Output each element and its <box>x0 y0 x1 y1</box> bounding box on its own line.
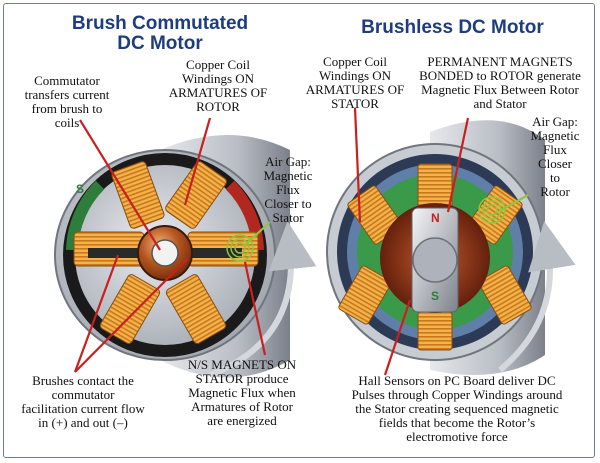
brushes-callout-line: in (+) and out (–) <box>38 415 128 430</box>
stator-magnets-callout-line: N/S MAGNETS ON <box>187 357 297 372</box>
pointer-lines <box>73 107 529 376</box>
permanent-magnets-callout-line: Magnetic Flux Between Rotor <box>421 82 579 97</box>
hall-sensors-callout-line: fields that become the Rotor’s <box>378 415 536 430</box>
brushless-motor-title: Brushless DC Motor <box>315 18 590 38</box>
commutator-callout: Commutator transfers current from brush … <box>12 74 122 130</box>
rotor-coil-callout: Copper Coil Windings ON ARMATURES OF ROT… <box>158 58 278 114</box>
right-air-gap-callout-line: Flux <box>543 142 567 157</box>
left-air-gap-callout-line: Stator <box>272 210 304 225</box>
right-air-gap-callout-line: Magnetic <box>530 128 580 143</box>
right-air-gap-callout: Air Gap: Magnetic Flux Closer to Rotor <box>520 115 590 199</box>
hall-sensors-callout-line: Hall Sensors on PC Board deliver DC <box>358 373 556 388</box>
hall-sensors-callout-line: electromotive force <box>406 429 508 444</box>
rotor-coil-callout-line: Copper Coil <box>186 57 250 72</box>
stator-magnets-callout-line: Armatures of Rotor <box>191 399 293 414</box>
right-air-gap-callout-line: Air Gap: <box>532 114 578 129</box>
stator-coil-callout-line: STATOR <box>331 96 379 111</box>
permanent-magnets-callout-line: BONDED to ROTOR generate <box>419 68 581 83</box>
brushes-callout: Brushes contact the commutator facilitat… <box>8 374 158 430</box>
left-air-gap-callout-line: Closer to <box>264 196 312 211</box>
stator-coil-callout-line: ARMATURES OF <box>305 82 405 97</box>
commutator-callout-line: coils <box>54 115 80 130</box>
stator-magnets-callout-line: are energized <box>207 413 277 428</box>
permanent-magnets-callout-line: PERMANENT MAGNETS <box>427 54 573 69</box>
brushes-callout-line: facilitation current flow <box>21 401 145 416</box>
right-air-gap-callout-line: to <box>549 170 561 185</box>
brushless-motor-title-line-1: Brushless DC Motor <box>361 17 544 38</box>
left-pole-s: S <box>76 182 85 196</box>
brushless-motor <box>326 120 576 375</box>
left-pole-n: N <box>233 185 242 199</box>
brushes-callout-line: Brushes contact the <box>32 373 134 388</box>
brush-motor-title-line-1: Brush Commutated <box>71 13 249 34</box>
commutator-callout-line: Commutator <box>34 73 100 88</box>
commutator-callout-line: from brush to <box>31 101 103 116</box>
rotor-coil-callout-line: Windings ON <box>181 71 255 86</box>
rotor-coils <box>73 161 259 344</box>
figure-frame <box>3 3 595 458</box>
rotor-coil-callout-line: ROTOR <box>196 99 240 114</box>
left-air-gap-callout-line: Magnetic <box>263 168 313 183</box>
right-pole-n: N <box>431 211 440 225</box>
brushes-callout-line: commutator <box>51 387 115 402</box>
rotor-coil-callout-line: ARMATURES OF <box>168 85 268 100</box>
brush-motor-title-line-2: DC Motor <box>117 33 203 54</box>
hall-sensors-callout-line: the Stator creating sequenced magnetic <box>355 401 559 416</box>
stator-coil-callout-line: Windings ON <box>318 68 392 83</box>
permanent-magnets-callout: PERMANENT MAGNETS BONDED to ROTOR genera… <box>405 55 595 111</box>
right-air-gap-callout-line: Rotor <box>540 184 570 199</box>
hall-sensors-callout-line: Pulses through Copper Windings around <box>351 387 563 402</box>
brush-motor-title: Brush Commutated DC Motor <box>30 14 290 54</box>
stator-coil-callout-line: Copper Coil <box>323 54 387 69</box>
stator-magnets-callout: N/S MAGNETS ON STATOR produce Magnetic F… <box>172 358 312 428</box>
right-air-gap-callout-line: Closer <box>538 156 572 171</box>
hall-sensors-callout: Hall Sensors on PC Board deliver DC Puls… <box>322 374 592 444</box>
commutator-callout-line: transfers current <box>24 87 110 102</box>
permanent-magnets-callout-line: and Stator <box>473 96 527 111</box>
left-air-gap-callout: Air Gap: Magnetic Flux Closer to Stator <box>250 155 326 225</box>
stator-magnets-callout-line: Magnetic Flux when <box>188 385 296 400</box>
stator-magnets-callout-line: STATOR produce <box>195 371 289 386</box>
left-air-gap-callout-line: Flux <box>276 182 300 197</box>
stator-coil-callout: Copper Coil Windings ON ARMATURES OF STA… <box>300 55 410 111</box>
right-pole-s: S <box>431 289 440 303</box>
left-air-gap-callout-line: Air Gap: <box>265 154 311 169</box>
brush-motor <box>54 135 317 378</box>
